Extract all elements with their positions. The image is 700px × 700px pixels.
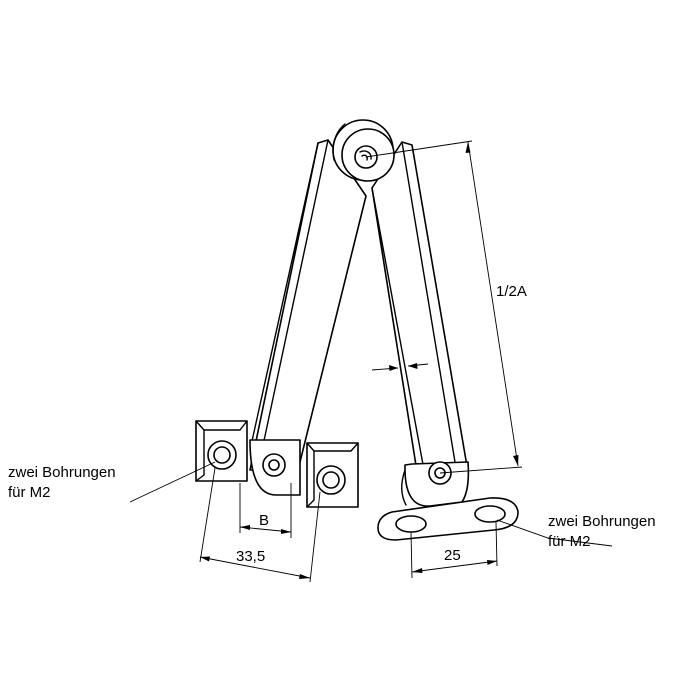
left-arm [249,139,367,471]
right-note-line1: zwei Bohrungen [548,513,656,530]
left-note-line2: für M2 [8,484,51,501]
dimension-arm-thickness [371,363,429,371]
right-note-line2: für M2 [548,533,591,550]
right-arm [371,141,469,479]
left-knuckle [249,439,301,496]
left-mount-block [195,420,359,508]
dimension-25-label: 25 [444,547,461,564]
dimension-b [239,483,292,538]
dimension-half-a-label: 1/2A [496,283,527,300]
dimension-33-5 [199,467,321,583]
right-foot-plate [377,461,519,541]
dimension-half-a [365,140,523,474]
dimension-b-label: B [259,512,269,529]
dimension-33-5-label: 33,5 [236,548,265,565]
top-pivot [332,119,395,182]
leader-lines [129,461,613,547]
dimension-25 [410,521,498,579]
left-note-line1: zwei Bohrungen [8,464,116,481]
